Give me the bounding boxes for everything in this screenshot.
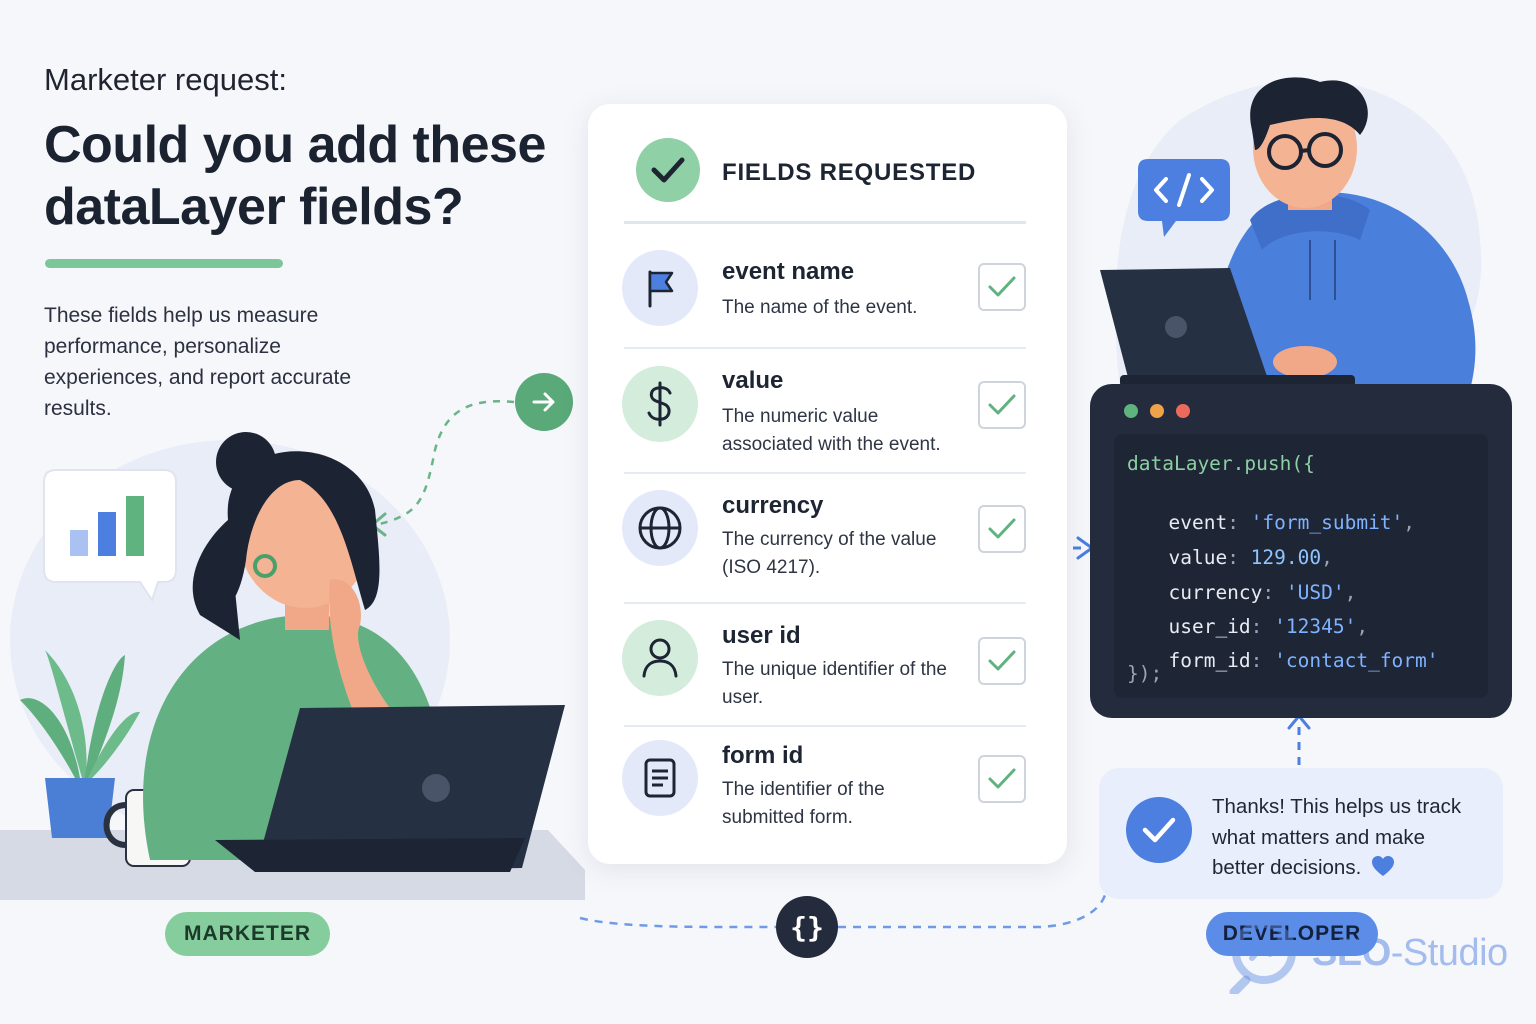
description-text: These fields help us measure performance… bbox=[44, 304, 352, 420]
code-key: currency bbox=[1168, 581, 1263, 604]
checkmark-icon bbox=[988, 518, 1016, 539]
code-key: user_id bbox=[1168, 615, 1251, 638]
marketer-role-badge: MARKETER bbox=[165, 912, 330, 956]
divider bbox=[624, 347, 1026, 349]
field-name: value bbox=[722, 367, 784, 394]
field-checkbox[interactable] bbox=[978, 381, 1026, 429]
brand-name-bold: SEO bbox=[1312, 932, 1391, 974]
code-key: value bbox=[1168, 546, 1228, 569]
field-name: form id bbox=[722, 742, 804, 769]
field-checkbox[interactable] bbox=[978, 263, 1026, 311]
flag-icon bbox=[648, 270, 674, 308]
divider bbox=[624, 725, 1026, 727]
field-name: user id bbox=[722, 622, 801, 649]
checkmark-icon bbox=[988, 768, 1016, 789]
dollar-icon bbox=[647, 381, 672, 427]
note-text: Thanks! This helps us track what matters… bbox=[1212, 795, 1462, 879]
code-line: user_id: '12345', bbox=[1168, 615, 1369, 638]
checkmark-icon bbox=[988, 394, 1016, 415]
code-line: event: 'form_submit', bbox=[1168, 511, 1416, 534]
field-icon-circle bbox=[622, 366, 698, 442]
field-checkbox[interactable] bbox=[978, 505, 1026, 553]
field-icon-circle bbox=[622, 620, 698, 696]
code-value: 'USD' bbox=[1285, 581, 1345, 604]
code-comma: , bbox=[1356, 615, 1369, 638]
brand-wordmark: SEO-Studio bbox=[1312, 932, 1508, 975]
check-icon bbox=[651, 157, 685, 183]
code-value: 'contact_form' bbox=[1274, 649, 1439, 672]
field-description: The name of the event. bbox=[722, 297, 918, 318]
code-editor bbox=[1114, 434, 1488, 698]
code-value: 129.00 bbox=[1250, 546, 1322, 569]
field-name: event name bbox=[722, 258, 855, 285]
code-comma: , bbox=[1344, 581, 1357, 604]
code-key: event bbox=[1168, 511, 1228, 534]
globe-icon bbox=[638, 506, 682, 550]
field-name: currency bbox=[722, 492, 824, 519]
code-braces-badge: {} bbox=[776, 896, 838, 958]
divider bbox=[624, 221, 1026, 224]
code-key: form_id bbox=[1168, 649, 1251, 672]
window-dot-red bbox=[1176, 404, 1190, 418]
card-header-check-badge bbox=[636, 138, 700, 202]
arrow-right-icon bbox=[532, 392, 555, 412]
code-line: form_id: 'contact_form' bbox=[1168, 649, 1439, 672]
divider bbox=[624, 472, 1026, 474]
code-line-open: dataLayer.push({ bbox=[1127, 452, 1315, 475]
developer-role-badge: DEVELOPER bbox=[1206, 912, 1378, 956]
field-description: The currency of the value (ISO 4217). bbox=[722, 529, 937, 578]
check-icon bbox=[1142, 817, 1176, 843]
note-check-badge bbox=[1126, 797, 1192, 863]
field-description: The unique identifier of the user. bbox=[722, 659, 947, 708]
window-dot-orange bbox=[1150, 404, 1164, 418]
heart-icon bbox=[1371, 856, 1394, 876]
divider bbox=[624, 602, 1026, 604]
field-icon-circle bbox=[622, 250, 698, 326]
code-value: 'form_submit' bbox=[1250, 511, 1404, 534]
field-checkbox[interactable] bbox=[978, 637, 1026, 685]
title-underline bbox=[45, 259, 283, 268]
code-comma: , bbox=[1321, 546, 1333, 569]
arrow-right-button[interactable] bbox=[515, 373, 573, 431]
code-line: currency: 'USD', bbox=[1168, 581, 1357, 604]
code-line-close: }); bbox=[1127, 662, 1163, 685]
page-title: Could you add these dataLayer fields? bbox=[44, 116, 546, 236]
eyebrow-label: Marketer request: bbox=[44, 62, 287, 97]
window-dot-green bbox=[1124, 404, 1138, 418]
brand-logo-icon bbox=[1229, 920, 1296, 994]
code-bubble-icon bbox=[1138, 159, 1230, 237]
checkmark-icon bbox=[988, 650, 1016, 671]
checkmark-icon bbox=[988, 276, 1016, 297]
code-comma: , bbox=[1403, 511, 1416, 534]
developer-note-text: Thanks! This helps us track what matters… bbox=[1212, 792, 1482, 884]
field-checkbox[interactable] bbox=[978, 755, 1026, 803]
card-title: FIELDS REQUESTED bbox=[722, 159, 977, 186]
field-icon-circle bbox=[622, 740, 698, 816]
fields-card bbox=[588, 104, 1067, 864]
bar-chart-bubble-icon bbox=[43, 469, 177, 603]
document-icon bbox=[644, 758, 676, 798]
field-description: The identifier of the submitted form. bbox=[722, 779, 885, 828]
field-icon-circle bbox=[622, 490, 698, 566]
field-description: The numeric value associated with the ev… bbox=[722, 406, 941, 455]
user-icon bbox=[642, 638, 678, 678]
code-value: '12345' bbox=[1274, 615, 1357, 638]
brand-name-rest: -Studio bbox=[1390, 932, 1508, 974]
code-line: value: 129.00, bbox=[1168, 546, 1333, 569]
